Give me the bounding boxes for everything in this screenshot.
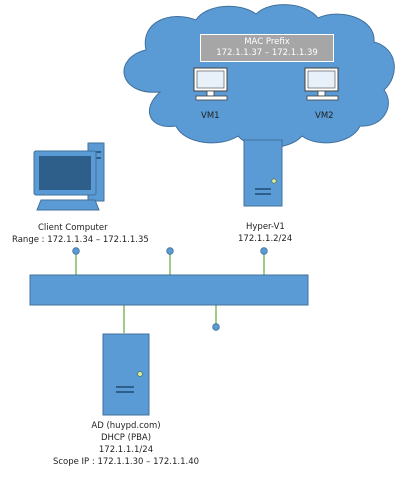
ad-server-line4: Scope IP : 172.1.1.30 – 172.1.1.40 <box>52 457 200 467</box>
network-links <box>75 252 265 333</box>
client-computer-icon <box>33 142 105 211</box>
mac-prefix-box: MAC Prefix 172.1.1.37 – 172.1.1.39 <box>200 34 334 62</box>
vm1-monitor-icon <box>193 67 228 101</box>
hyperv-ip-label: 172.1.1.2/24 <box>238 234 293 244</box>
network-bus <box>29 274 309 306</box>
virtual-network-cloud <box>123 4 395 148</box>
vm2-label: VM2 <box>315 111 334 121</box>
client-name-label: Client Computer <box>38 223 108 233</box>
mac-prefix-range: 172.1.1.37 – 172.1.1.39 <box>216 48 318 58</box>
vm1-label: VM1 <box>201 111 220 121</box>
vm2-monitor-icon <box>304 67 339 101</box>
client-range-label: Range : 172.1.1.34 – 172.1.1.35 <box>12 235 149 245</box>
ad-dhcp-server-icon <box>102 333 150 416</box>
hyperv-server-icon <box>243 139 283 207</box>
mac-prefix-title: MAC Prefix <box>244 37 290 47</box>
hyperv-name-label: Hyper-V1 <box>246 222 285 232</box>
ad-server-line1: AD (huypd.com) <box>91 421 161 431</box>
ad-server-line3: 172.1.1.1/24 <box>98 445 154 455</box>
link-endpoints <box>72 247 268 331</box>
ad-server-line2: DHCP (PBA) <box>100 433 152 443</box>
